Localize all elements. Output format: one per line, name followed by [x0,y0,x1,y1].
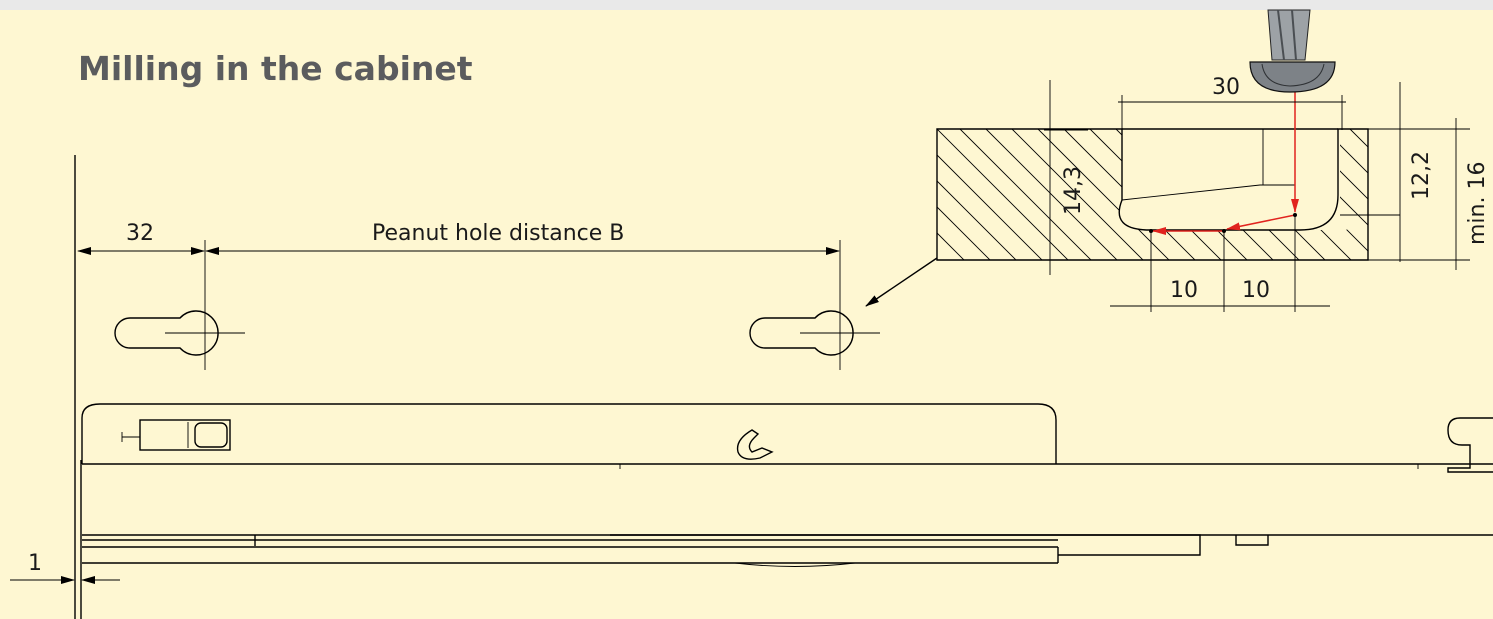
dim-text-hole-distance: Peanut hole distance B [372,221,624,246]
hook-clip-icon [736,429,774,460]
router-bit-icon [1249,9,1336,93]
end-hook [1447,417,1493,473]
dim-text-min-16: min. 16 [1465,162,1490,245]
cabinet-wall [74,155,82,619]
dimension-depth-outer: 14,3 [1044,80,1088,275]
release-lever-icon [121,419,231,451]
section-leader-arrow [865,257,938,307]
dim-text-1: 1 [28,551,42,576]
dimension-hole-distance: Peanut hole distance B [205,221,841,370]
dim-text-10-a: 10 [1170,278,1198,303]
dimension-edge-offset: 1 [10,551,120,584]
dim-text-30: 30 [1212,75,1240,100]
dim-text-14-3: 14,3 [1061,166,1086,215]
dimension-left-offset: 32 [77,221,206,370]
page-title: Milling in the cabinet [78,49,473,88]
dim-text-12-2: 12,2 [1409,151,1434,200]
top-bar [0,0,1493,10]
peanut-hole-right [749,310,880,356]
dimension-depth-inner: 12,2 [1340,82,1434,262]
dimension-steps: 10 10 [1110,216,1330,312]
dimension-min-thickness: min. 16 [1368,118,1490,270]
toolpath [1149,92,1299,235]
peanut-hole-left [114,310,245,356]
dim-text-32: 32 [126,221,154,246]
dimension-mill-width: 30 [1118,75,1346,130]
runner-profile [81,403,1493,567]
dim-text-10-b: 10 [1242,278,1270,303]
